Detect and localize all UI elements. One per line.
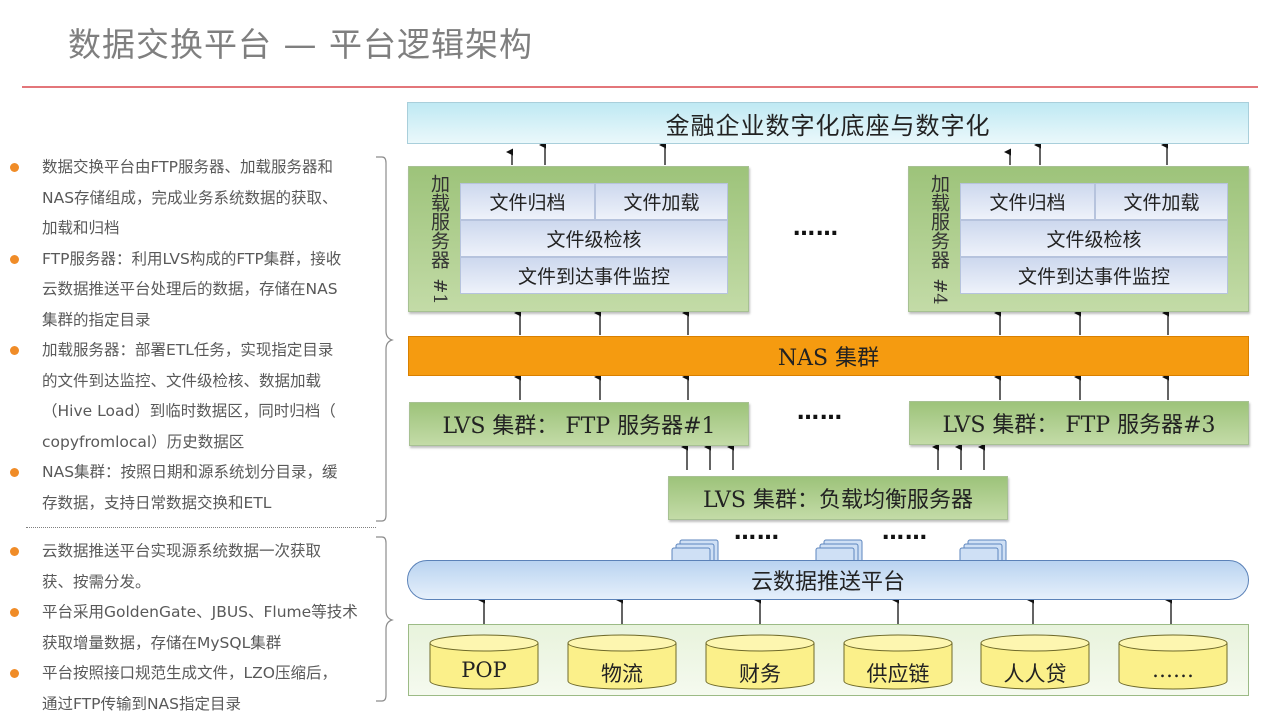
- cloud-push-platform: 云数据推送平台: [407, 560, 1249, 600]
- bullet-separator: [26, 527, 376, 528]
- lvs-load-balancer: LVS 集群：负载均衡服务器: [668, 476, 1008, 520]
- bullet-item: 云数据推送平台实现源系统数据一次获取获、按需分发。: [10, 536, 370, 597]
- bottom-brace: [376, 536, 394, 702]
- source-database-label: 物流: [601, 662, 643, 686]
- source-database-label: ……: [1152, 658, 1194, 682]
- bullet-dot-icon: [10, 547, 19, 556]
- bullet-dot-icon: [10, 254, 19, 264]
- bullet-line: FTP服务器：利用LVS构成的FTP集群，接收: [42, 249, 342, 268]
- top-brace: [376, 156, 394, 522]
- bullet-line: NAS集群：按照日期和源系统划分目录，缓: [42, 463, 338, 481]
- nas-cluster: NAS 集群: [408, 336, 1249, 376]
- source-database: 财务: [705, 634, 815, 690]
- file-ellipsis-1: ……: [734, 520, 780, 545]
- loader-server-4-label: 加载服务器: [928, 174, 950, 269]
- source-database: POP: [429, 634, 539, 690]
- bullet-item: 平台按照接口规范生成文件，LZO压缩后， 通过FTP传输到NAS指定目录: [10, 658, 370, 719]
- bullet-line: （Hive Load）到临时数据区，同时归档（: [42, 402, 336, 420]
- bottom-bullet-list: 云数据推送平台实现源系统数据一次获取获、按需分发。平台采用GoldenGate、…: [10, 536, 370, 719]
- lvs-ftp-cluster-3: LVS 集群： FTP 服务器#3: [909, 401, 1249, 445]
- source-database-label: 供应链: [866, 662, 930, 686]
- ftp-ellipsis: ……: [797, 400, 843, 425]
- bullet-item: 数据交换平台由FTP服务器、加载服务器和 NAS存储组成，完成业务系统数据的获取、…: [10, 152, 370, 244]
- database-icon: [567, 634, 677, 690]
- database-icon: [1118, 634, 1228, 690]
- page-title: 数据交换平台 — 平台逻辑架构: [68, 25, 533, 64]
- title-divider: [22, 86, 1258, 88]
- bullet-item: 平台采用GoldenGate、JBUS、Flume等技术获取增量数据，存储在My…: [10, 597, 370, 658]
- bullet-line: 的文件到达监控、文件级检核、数据加载: [42, 371, 322, 390]
- bullet-line: 获取增量数据，存储在MySQL集群: [42, 633, 282, 652]
- file-arrival-monitor-cell: 文件到达事件监控: [960, 257, 1228, 294]
- bullet-line: 存数据，支持日常数据交换和ETL: [42, 493, 272, 512]
- bullet-line: NAS存储组成，完成业务系统数据的获取、: [42, 188, 338, 207]
- loader-ellipsis: ……: [793, 216, 839, 241]
- loader-server-1-label: 加载服务器: [428, 174, 450, 269]
- bullet-line: 获、按需分发。: [42, 572, 151, 591]
- source-database-label: POP: [461, 658, 507, 682]
- database-icon: [705, 634, 815, 690]
- lvs-ftp-cluster-1: LVS 集群： FTP 服务器#1: [409, 402, 749, 446]
- source-database: ……: [1118, 634, 1228, 690]
- bullet-line: 数据交换平台由FTP服务器、加载服务器和: [42, 158, 333, 176]
- database-icon: [843, 634, 953, 690]
- bullet-item: 加载服务器：部署ETL任务，实现指定目录的文件到达监控、文件级检核、数据加载 （H…: [10, 335, 370, 457]
- bullet-line: 集群的指定目录: [42, 310, 151, 329]
- file-ellipsis-2: ……: [882, 520, 928, 545]
- bullet-line: 云数据推送平台实现源系统数据一次获取: [42, 542, 322, 560]
- file-load-cell: 文件加载: [1095, 183, 1228, 220]
- bullet-line: 平台采用GoldenGate、JBUS、Flume等技术: [42, 603, 358, 621]
- source-systems-panel: [408, 624, 1249, 696]
- bullet-dot-icon: [10, 669, 19, 678]
- bullet-line: 加载服务器：部署ETL任务，实现指定目录: [42, 341, 334, 359]
- bullet-dot-icon: [10, 608, 19, 617]
- bullet-dot-icon: [10, 346, 19, 355]
- file-arrival-monitor-cell: 文件到达事件监控: [460, 257, 728, 294]
- top-banner: 金融企业数字化底座与数字化: [407, 102, 1249, 144]
- bullet-dot-icon: [10, 468, 19, 477]
- bullet-line: copyfromlocal）历史数据区: [42, 432, 245, 451]
- source-database: 人人贷: [980, 634, 1090, 690]
- source-database-label: 财务: [739, 662, 781, 686]
- file-check-cell: 文件级检核: [460, 220, 728, 257]
- bullet-line: 云数据推送平台处理后的数据，存储在NAS: [42, 280, 338, 298]
- bullet-item: NAS集群：按照日期和源系统划分目录，缓存数据，支持日常数据交换和ETL: [10, 457, 370, 518]
- bullet-line: 通过FTP传输到NAS指定目录: [42, 694, 241, 713]
- bullet-line: 加载和归档: [42, 219, 120, 237]
- file-load-cell: 文件加载: [595, 183, 728, 220]
- bullet-line: 平台按照接口规范生成文件，LZO压缩后，: [42, 664, 337, 682]
- source-database-label: 人人贷: [1003, 662, 1067, 686]
- top-bullet-list: 数据交换平台由FTP服务器、加载服务器和 NAS存储组成，完成业务系统数据的获取、…: [10, 152, 370, 518]
- source-database: 供应链: [843, 634, 953, 690]
- bullet-dot-icon: [10, 163, 19, 172]
- file-archive-cell: 文件归档: [960, 183, 1095, 220]
- source-database: 物流: [567, 634, 677, 690]
- file-check-cell: 文件级检核: [960, 220, 1228, 257]
- database-icon: [980, 634, 1090, 690]
- database-icon: [429, 634, 539, 690]
- bullet-item: FTP服务器：利用LVS构成的FTP集群，接收云数据推送平台处理后的数据，存储在…: [10, 244, 370, 336]
- file-archive-cell: 文件归档: [460, 183, 595, 220]
